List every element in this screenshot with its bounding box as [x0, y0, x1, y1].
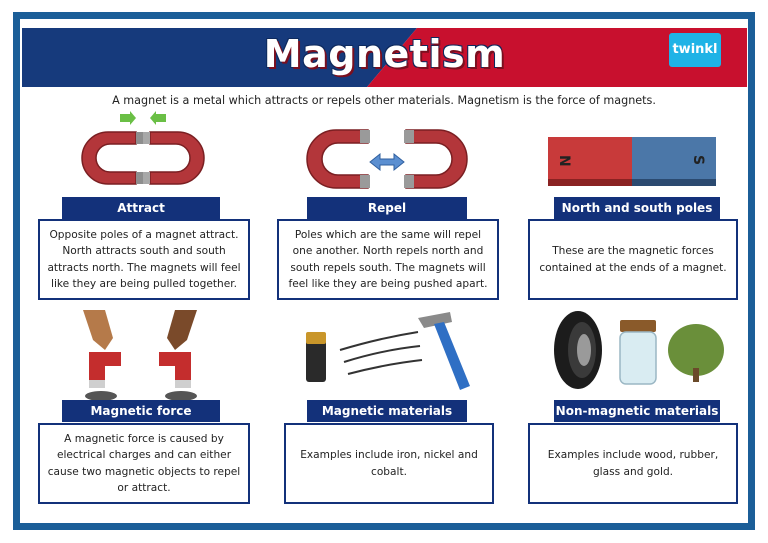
page-title: Magnetism: [263, 32, 506, 76]
banner-background: [22, 28, 747, 87]
card-repel-text: Poles which are the same will repel one …: [277, 219, 499, 300]
attracting-horseshoe-magnets-icon: [81, 111, 205, 185]
north-pole-label: N: [556, 155, 572, 167]
label-magnetic-materials: Magnetic materials: [307, 400, 467, 422]
card-magnetic-force-text: A magnetic force is caused by electrical…: [38, 423, 250, 504]
card-magnetic-materials-text: Examples include iron, nickel and cobalt…: [284, 423, 494, 504]
label-magnetic-force: Magnetic force: [62, 400, 220, 422]
bar-magnet-icon: N S: [548, 137, 716, 186]
title-banner: Magnetism: [22, 28, 747, 87]
label-non-magnetic-materials: Non-magnetic materials: [554, 400, 720, 422]
tyre-jar-tree-icon: [554, 311, 724, 389]
card-poles-text: These are the magnetic forces contained …: [528, 219, 738, 300]
south-pole-label: S: [690, 155, 706, 165]
twinkl-logo: twinkl: [669, 33, 721, 67]
repelling-horseshoe-magnets-icon: [306, 129, 468, 189]
hands-holding-magnets-icon: [83, 310, 197, 401]
battery-pins-hammer-icon: [306, 312, 470, 390]
card-attract-text: Opposite poles of a magnet attract. Nort…: [38, 219, 250, 300]
label-attract: Attract: [62, 197, 220, 219]
label-repel: Repel: [307, 197, 467, 219]
label-north-south-poles: North and south poles: [554, 197, 720, 219]
intro-text: A magnet is a metal which attracts or re…: [112, 94, 656, 107]
card-non-magnetic-materials-text: Examples include wood, rubber, glass and…: [528, 423, 738, 504]
